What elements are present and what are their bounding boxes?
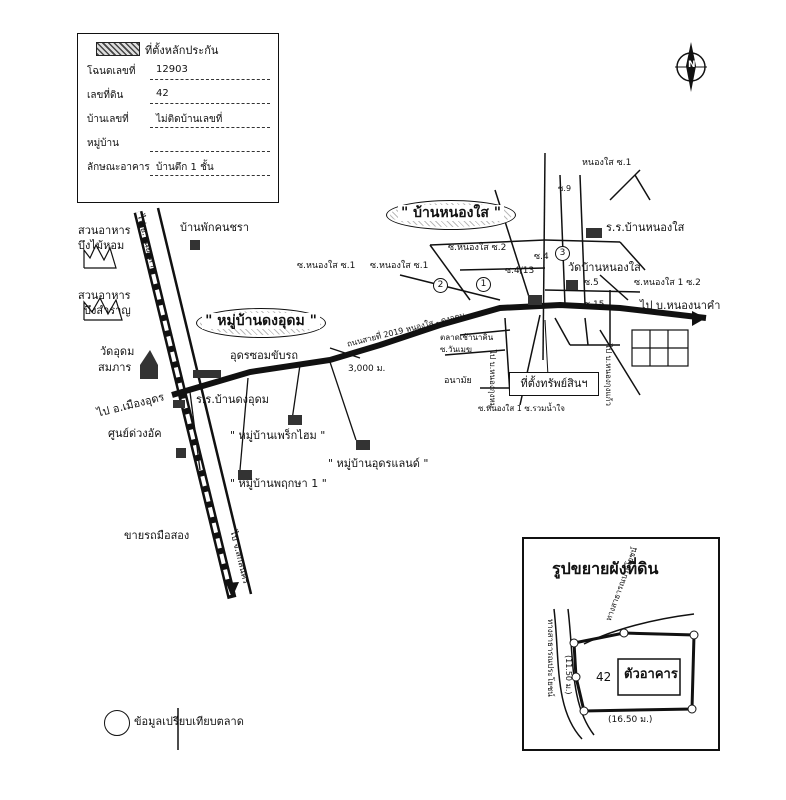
label-so-nong-sai-so-1-b: ซ.หนองใส ซ.1 xyxy=(370,261,429,271)
label-house-phak: บ้านพักคนชรา xyxy=(180,221,250,234)
inset-title: รูปขยายผังที่ดิน xyxy=(552,559,659,578)
label-garden-1b: บึงไม้หอม xyxy=(78,239,125,252)
label-so-nong-sai-so-2: ซ.หนองใส ซ.2 xyxy=(448,243,507,253)
label-garden-2: สวนอาหาร xyxy=(78,289,131,302)
label-wat-nong-sai: วัดบ้านหนองใส xyxy=(568,261,641,274)
land-plot-drawing xyxy=(553,608,699,740)
inset-land-no: 42 xyxy=(596,670,612,684)
collateral-legend-label: ที่ตั้งหลักประกัน xyxy=(145,44,219,57)
label-to-udon-b: ศูนย์ด่วงอัค xyxy=(108,427,162,440)
label-side-road: ไป บ.หนองกุงแก้ว xyxy=(604,344,613,406)
info-key: เลขที่ดิน xyxy=(87,90,124,101)
label-so-15: ซ.15 xyxy=(584,300,605,310)
label-so-nong-sai-so-1-a: ซ.หนองใส ซ.1 xyxy=(297,261,356,271)
label-so-4-13: ซ.4/13 xyxy=(505,266,535,276)
marker-circle-1: 1 xyxy=(476,277,491,292)
label-school-nong-sai: ร.ร.บ้านหนองใส xyxy=(606,221,685,234)
marker-circle-3: 3 xyxy=(555,246,570,261)
label-mu-ban-phruksa: " หมู่บ้านพฤกษา 1 " xyxy=(230,477,327,490)
plot-grid xyxy=(631,329,689,367)
label-school-dong: ร.ร.บ้านดงอุดม xyxy=(196,393,270,406)
village-streets xyxy=(399,152,651,406)
label-wat-dong-b: สมภาร xyxy=(98,361,132,374)
land-plot-inset: รูปขยายผังที่ดิน 42 ตัวอาคาร (16.50 ม.) … xyxy=(522,537,720,751)
village-ban-nong-sai: " บ้านหนองใส " xyxy=(386,200,516,230)
village-dong-udom: " หมู่บ้านดงอุดม " xyxy=(196,308,326,338)
label-udon-soap: อุดรซอมขับรถ xyxy=(230,349,299,362)
info-key: หมู่บ้าน xyxy=(87,138,119,149)
inset-dim-bottom: (16.50 ม.) xyxy=(608,715,653,725)
label-so-kham-bak: ซ.วันเมฆ xyxy=(440,345,472,354)
garden-symbols xyxy=(83,243,123,321)
info-key: ลักษณะอาคาร xyxy=(87,162,150,173)
info-value: 12903 xyxy=(156,64,188,75)
label-mu-ban-fah: " หมู่บ้านเพร็กไฮม " xyxy=(230,429,326,442)
road-2019 xyxy=(171,301,707,398)
label-so-4: ซ.4 xyxy=(534,252,549,262)
label-wat-dong: วัดอุดม xyxy=(100,345,135,358)
label-so-rua-mai: ซ.หนองใส 1 ซ.รวมน้ำใจ xyxy=(478,404,565,413)
label-mu-ban-udon-land: " หมู่บ้านอุดรแลนด์ " xyxy=(328,457,429,470)
label-so-9: ซ.9 xyxy=(558,184,572,193)
inset-building: ตัวอาคาร xyxy=(624,667,678,682)
property-location-box: ที่ตั้งทรัพย์สินฯ xyxy=(509,372,599,396)
landmark-symbols xyxy=(140,228,602,480)
north-arrow-icon xyxy=(675,42,707,92)
collateral-hatch-icon xyxy=(96,42,140,56)
label-market: ตลาดเช้านาคิน xyxy=(440,333,494,342)
label-to-nong-na: ไป บ.หนองนาคำ xyxy=(640,299,721,312)
info-row-building-type: ลักษณะอาคาร บ้านตึก 1 ชั้น xyxy=(78,156,278,178)
label-so-5: ซ.5 xyxy=(584,278,599,288)
info-key: บ้านเลขที่ xyxy=(87,114,129,125)
label-garden-1: สวนอาหาร xyxy=(78,224,131,237)
label-garden-2b: บึงสำราญ xyxy=(84,304,131,317)
info-value: ไม่ติดบ้านเลขที่ xyxy=(156,114,223,125)
info-row-deed: โฉนดเลขที่ 12903 xyxy=(78,60,278,82)
info-key: โฉนดเลขที่ xyxy=(87,66,136,77)
label-car-sale: ขายรถมือสอง xyxy=(124,529,190,542)
inset-road-left: ทางสาธารณประโยชน์ xyxy=(546,619,555,697)
side-roads-west xyxy=(189,347,361,471)
legend-market-label: ข้อมูลเปรียบเทียบตลาด xyxy=(134,715,244,728)
info-value: บ้านตึก 1 ชั้น xyxy=(156,162,214,173)
info-row-land-no: เลขที่ดิน 42 xyxy=(78,84,278,106)
marker-circle-2: 2 xyxy=(433,278,448,293)
inset-dim-left: (11.50 ม.) xyxy=(564,655,573,695)
property-info-box: ที่ตั้งหลักประกัน โฉนดเลขที่ 12903 เลขที… xyxy=(77,33,279,203)
label-so-nong-sai-1-so-2: ซ.หนองใส 1 ซ.2 xyxy=(634,278,701,288)
info-value: 42 xyxy=(156,88,169,99)
label-distance: 3,000 ม. xyxy=(348,364,386,374)
north-label: N xyxy=(688,60,696,70)
info-row-village: หมู่บ้าน xyxy=(78,132,278,154)
label-anamai: อนามัย xyxy=(444,376,472,386)
label-nong-sai-so-1-top: หนองใส ซ.1 xyxy=(582,158,632,168)
comparison-circle-icon xyxy=(104,710,130,736)
label-nong-kan: ไป บ.หนองกุงหมู xyxy=(488,350,497,409)
info-row-house-no: บ้านเลขที่ ไม่ติดบ้านเลขที่ xyxy=(78,108,278,130)
